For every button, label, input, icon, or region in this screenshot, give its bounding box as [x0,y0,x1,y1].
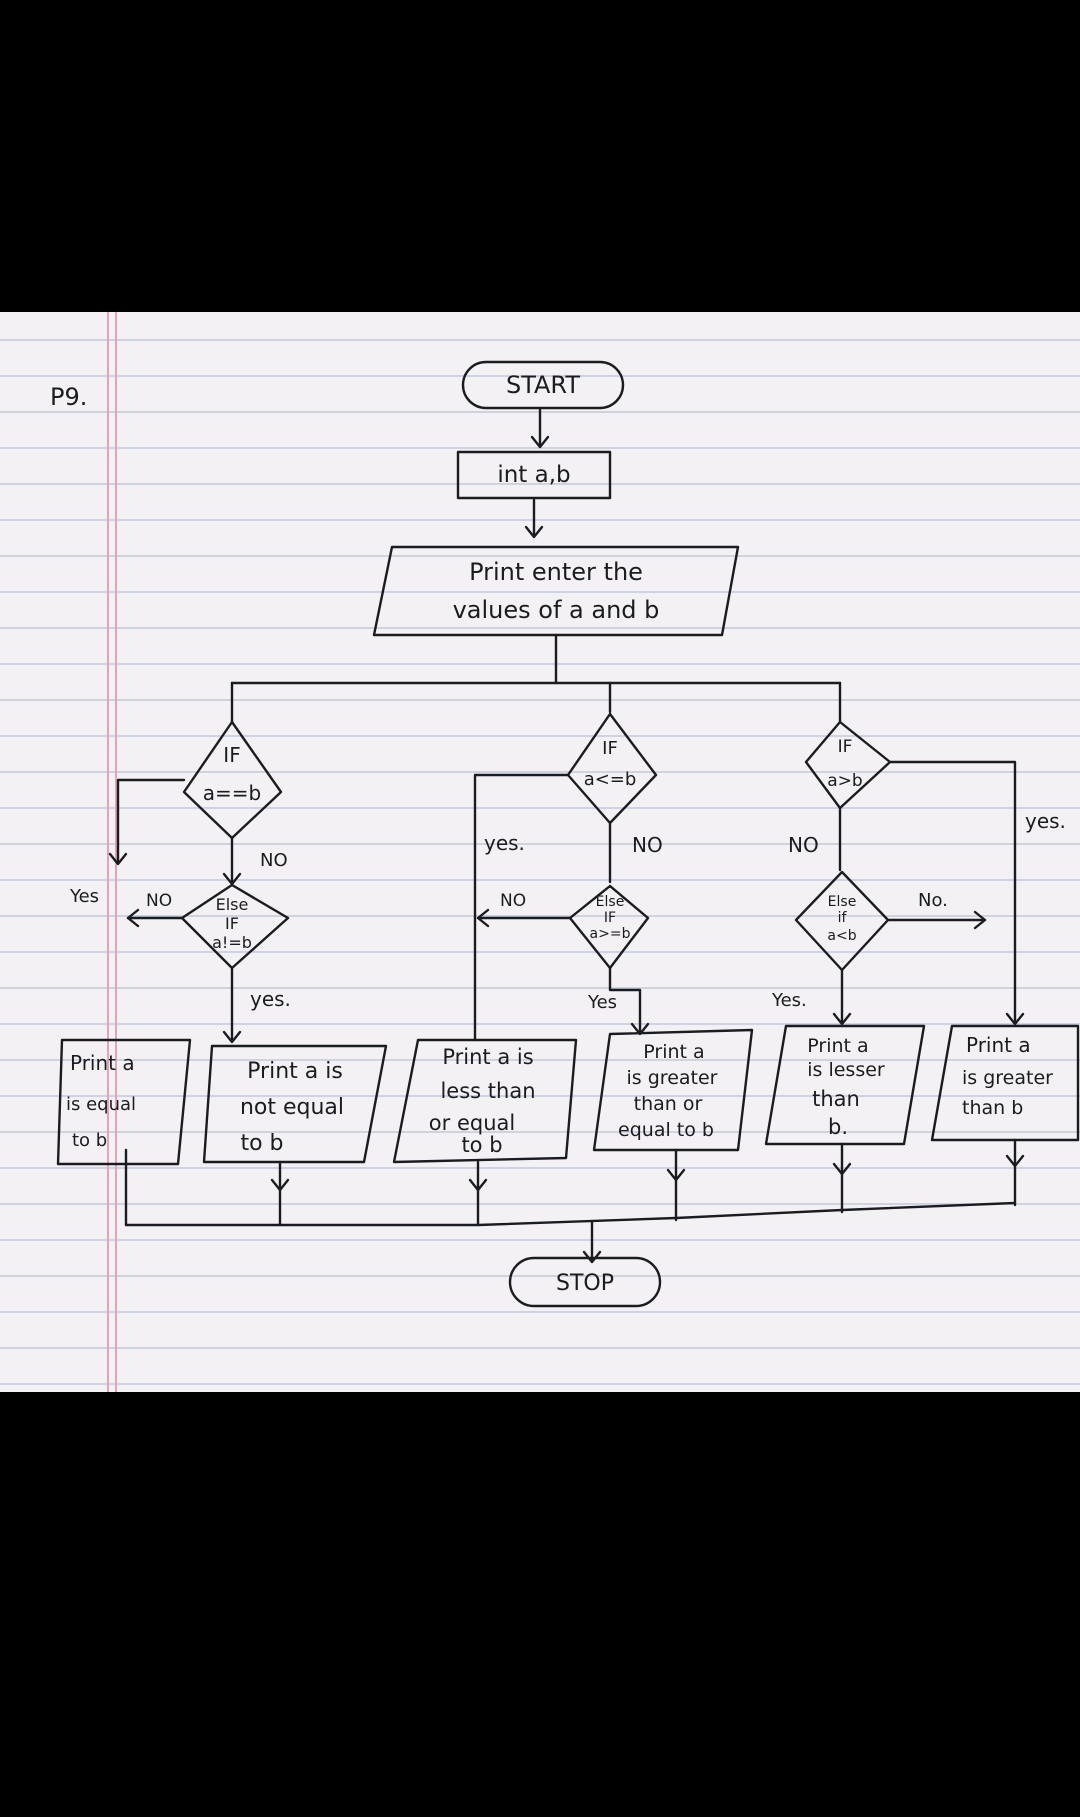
flow-line [116,778,186,864]
decision-5-line-2: a>b [827,771,862,791]
d3-no-label: NO [632,833,663,857]
output-4-line-3: than or [634,1093,703,1115]
decision-2-line-2: IF [225,914,239,933]
arrowhead [973,910,987,930]
ruled-lines [0,339,1080,1385]
arrowhead [832,1162,852,1176]
decision-3-line-2: a<=b [584,769,637,790]
input-line-2: values of a and b [453,596,660,624]
decision-1-line-1: IF [223,743,240,767]
output-4-line-4: equal to b [618,1119,714,1141]
d2-no-label: NO [146,891,172,911]
output-5-line-1: Print a [807,1035,868,1057]
decision-2-line-3: a!=b [212,933,252,952]
output-3-line-4: to b [461,1133,502,1157]
start-label: START [506,371,580,399]
d4-yes-label: Yes [587,992,617,1013]
decision-3-line-1: IF [602,738,618,759]
arrowhead [530,435,550,449]
output-4-line-2: is greater [627,1067,718,1089]
flow-line [473,773,570,1042]
output-6-line-3: than b [962,1097,1023,1119]
decision-6-line-3: a<b [827,928,856,944]
output-2-line-3: to b [240,1131,283,1156]
d6-yes-label: Yes. [771,990,807,1011]
d4-no-label: NO [500,891,526,911]
arrowhead [582,1250,602,1264]
output-2-line-1: Print a is [247,1059,343,1084]
output-6-line-2: is greater [962,1067,1053,1089]
notebook-page [0,312,1080,1392]
decision-4-line-3: a>=b [590,926,631,942]
d1-no-label: NO [260,850,288,871]
arrowhead [1005,1154,1025,1168]
left-yes-label: Yes [69,886,99,907]
arrowhead [832,1012,852,1026]
arrowhead [468,1178,488,1192]
output-1-line-3: to b [72,1130,107,1151]
output-5-line-3: than [812,1087,860,1111]
arrowhead [126,908,140,928]
output-3-line-1: Print a is [442,1045,533,1069]
output-4-line-1: Print a [643,1041,704,1063]
decision-5-line-1: IF [838,737,853,757]
flow-line [888,760,1017,1024]
decision-4-line-1: Else [596,894,625,910]
d2-yes-label: yes. [250,987,291,1011]
output-1-line-1: Print a [70,1051,135,1075]
output-5-line-2: is lesser [807,1059,885,1081]
output-5-line-4: b. [828,1115,848,1139]
arrowhead [222,1030,242,1044]
decision-6-line-1: Else [828,894,857,910]
declare-box [456,450,612,500]
output-1 [56,1038,192,1166]
input-box [372,545,740,637]
decision-2-line-1: Else [216,895,249,914]
arrowhead [108,852,128,866]
arrowhead [1005,1012,1025,1026]
declare-label: int a,b [497,462,570,488]
output-5 [764,1024,926,1146]
collector-line [124,1201,1017,1227]
d5-yes-label: yes. [1025,809,1066,833]
output-6-line-1: Print a [966,1033,1031,1057]
input-line-1: Print enter the [469,558,643,586]
output-2 [202,1044,388,1164]
output-3-line-3: or equal [429,1111,515,1135]
page-label: P9. [50,383,87,411]
stop-label: STOP [556,1271,614,1296]
stop-terminal [508,1256,662,1308]
output-1-line-2: is equal [66,1094,136,1115]
output-4 [592,1028,754,1152]
d5-no-label: NO [788,833,819,857]
output-2-line-2: not equal [240,1095,344,1120]
arrowhead [524,525,544,539]
decision-1-line-2: a==b [203,781,261,805]
arrowhead [270,1178,290,1192]
output-3-line-2: less than [440,1079,535,1103]
output-6 [930,1024,1080,1142]
d6-no-label: No. [918,890,948,911]
decision-6-line-2: if [838,910,848,926]
d3-yes-label: yes. [484,831,525,855]
decision-4-line-2: IF [604,910,616,926]
flow-line [608,966,642,1034]
output-3 [392,1038,578,1164]
arrowhead [476,908,490,928]
arrowhead [666,1168,686,1182]
start-terminal [461,360,625,410]
